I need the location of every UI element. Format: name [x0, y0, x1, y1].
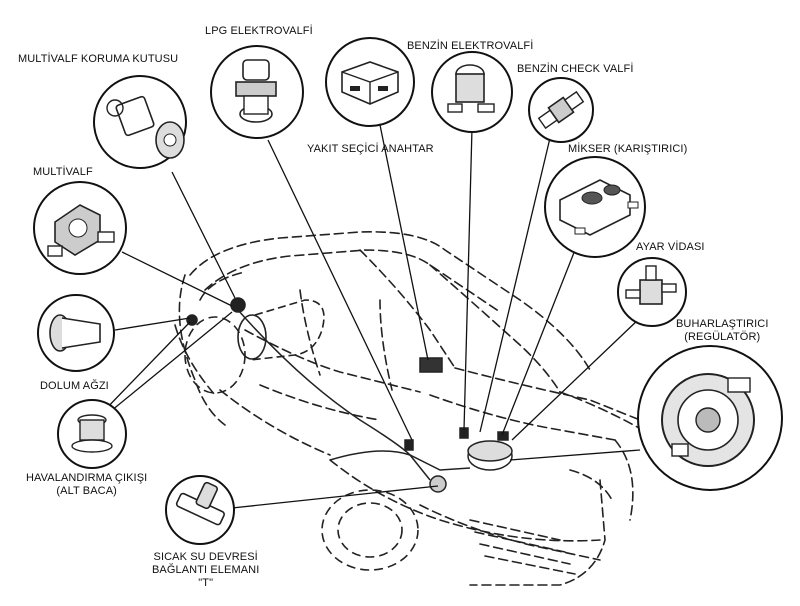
label-mikser: MİKSER (KARIŞTIRICI): [568, 143, 688, 155]
label-havalandirma-line1: HAVALANDIRMA ÇIKIŞI: [26, 472, 148, 484]
label-sicak-su-line1: SICAK SU DEVRESİ: [153, 551, 258, 563]
label-sicak-su-line2: BAĞLANTI ELEMANI: [152, 564, 260, 576]
callout-multivalf: [33, 181, 127, 275]
label-lpg-elektrovalfi: LPG ELEKTROVALFİ: [205, 25, 313, 37]
callout-check-valfi: [528, 77, 594, 143]
callout-yakit-secici: [325, 37, 415, 127]
callout-koruma-kutusu: [93, 75, 187, 169]
label-multivalf-koruma-kutusu: MULTİVALF KORUMA KUTUSU: [18, 53, 179, 65]
label-benzin-check-valfi: BENZİN CHECK VALFİ: [517, 63, 634, 75]
label-dolum-agzi: DOLUM AĞZI: [40, 380, 109, 392]
callout-mikser: [544, 156, 646, 258]
label-sicak-su: SICAK SU DEVRESİ BAĞLANTI ELEMANI "T": [152, 551, 259, 590]
label-multivalf: MULTİVALF: [33, 166, 93, 178]
callout-ayar-vidasi: [617, 257, 687, 327]
label-sicak-su-line3: "T": [198, 577, 214, 589]
callout-dolum-agzi: [37, 294, 115, 372]
fuel-lines: [237, 309, 471, 481]
callout-buharlastirici: [637, 345, 783, 491]
label-havalandirma: HAVALANDIRMA ÇIKIŞI (ALT BACA): [26, 472, 147, 498]
lpg-tank: [186, 297, 325, 361]
leader-lines: [99, 124, 641, 509]
label-buharlastirici: BUHARLAŞTIRICI (REGÜLATÖR): [676, 318, 768, 344]
callout-sicak-su: [165, 475, 235, 545]
rear-wheel: [184, 316, 246, 394]
engine-components: [404, 357, 513, 493]
label-buharlastirici-line1: BUHARLAŞTIRICI: [676, 318, 769, 330]
front-wheel: [321, 489, 419, 571]
callout-havalandirma: [57, 399, 127, 469]
label-yakit-secici-anahtar: YAKIT SEÇİCİ ANAHTAR: [307, 143, 434, 155]
label-benzin-elektrovalfi: BENZİN ELEKTROVALFİ: [407, 40, 534, 52]
callout-benzin-elektrovalfi: [431, 51, 513, 133]
label-buharlastirici-line2: (REGÜLATÖR): [684, 331, 761, 343]
label-havalandirma-line2: (ALT BACA): [56, 485, 117, 497]
callout-lpg-elektrovalfi: [210, 45, 304, 139]
label-ayar-vidasi: AYAR VİDASI: [636, 241, 705, 253]
